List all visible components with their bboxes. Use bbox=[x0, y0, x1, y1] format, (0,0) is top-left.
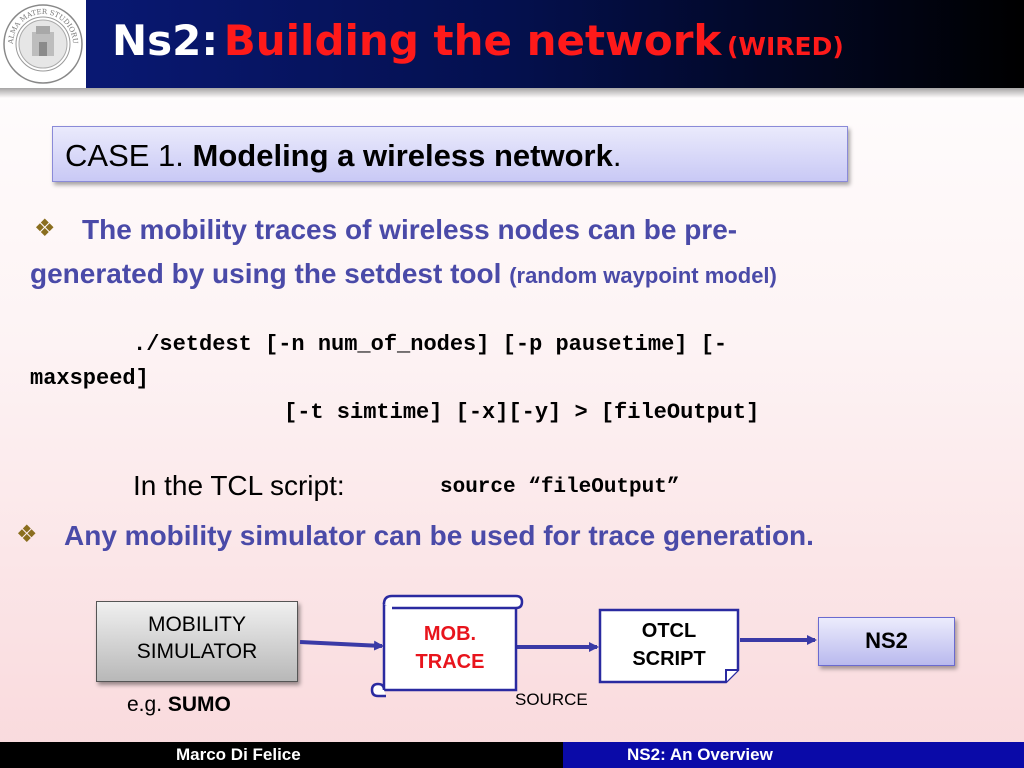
example-label: e.g. SUMO bbox=[127, 693, 231, 717]
eg-sumo: SUMO bbox=[167, 693, 231, 716]
university-seal-icon: ALMA MATER STUDIORUM · A.D. 1088 bbox=[2, 2, 83, 84]
title-main: Building the network bbox=[223, 16, 722, 65]
footer-title: NS2: An Overview bbox=[627, 745, 773, 764]
otcl-line-2: SCRIPT bbox=[632, 648, 706, 670]
otcl-line-1: OTCL bbox=[641, 620, 697, 642]
source-label: SOURCE bbox=[515, 690, 588, 709]
diagram-shapes bbox=[299, 594, 817, 698]
footer-right: NS2: An Overview bbox=[563, 742, 1024, 768]
case-box: CASE 1. Modeling a wireless network. bbox=[52, 126, 848, 182]
code-line-1: ./setdest [-n num_of_nodes] [-p pausetim… bbox=[133, 332, 728, 357]
title-suffix: (WIRED) bbox=[726, 32, 844, 61]
bullet-1-line-1: The mobility traces of wireless nodes ca… bbox=[82, 214, 738, 245]
diamond-bullet-icon: ❖ bbox=[34, 215, 56, 242]
bullet-2-text: Any mobility simulator can be used for t… bbox=[64, 520, 814, 551]
code-line-2: maxspeed] bbox=[30, 366, 149, 391]
page-title: Ns2: Building the network (WIRED) bbox=[112, 16, 844, 65]
ns2-box: NS2 bbox=[818, 617, 955, 666]
title-prefix: Ns2: bbox=[112, 16, 219, 65]
tcl-label: In the TCL script: bbox=[133, 470, 345, 501]
header-shadow bbox=[0, 88, 1024, 98]
case-heading: CASE 1. Modeling a wireless network. bbox=[65, 138, 621, 174]
tcl-code: source “fileOutput” bbox=[440, 476, 680, 499]
mobility-label-1: MOBILITY bbox=[147, 613, 247, 636]
mob-trace-line-1: MOB. bbox=[423, 623, 477, 645]
footer-author: Marco Di Felice bbox=[176, 745, 301, 764]
header-bar bbox=[0, 0, 1024, 88]
eg-prefix: e.g. bbox=[127, 693, 163, 716]
bullet-1-note: (random waypoint model) bbox=[509, 263, 777, 288]
otcl-script-label: OTCL SCRIPT bbox=[600, 617, 738, 673]
bullet-1-text: generated by using the setdest tool bbox=[30, 258, 502, 289]
mob-trace-label: MOB. TRACE bbox=[384, 620, 516, 676]
bullet-1-line-2: generated by using the setdest tool (ran… bbox=[30, 258, 777, 290]
mob-trace-line-2: TRACE bbox=[415, 651, 485, 673]
mobility-simulator-box: MOBILITY SIMULATOR bbox=[96, 601, 298, 682]
case-suffix: . bbox=[612, 138, 622, 173]
ns2-label: NS2 bbox=[865, 628, 908, 653]
code-line-3: [-t simtime] [-x][-y] > [fileOutput] bbox=[284, 400, 760, 425]
arrow-1 bbox=[299, 640, 384, 651]
footer-left: Marco Di Felice bbox=[0, 742, 563, 768]
diamond-bullet-icon: ❖ bbox=[16, 521, 38, 548]
logo: ALMA MATER STUDIORUM · A.D. 1088 bbox=[0, 0, 86, 88]
mobility-label-2: SIMULATOR bbox=[136, 640, 258, 663]
case-prefix: CASE 1. bbox=[65, 138, 184, 173]
otcl-document bbox=[598, 608, 740, 684]
case-title: Modeling a wireless network bbox=[192, 138, 613, 173]
mob-trace-scroll bbox=[370, 594, 524, 698]
